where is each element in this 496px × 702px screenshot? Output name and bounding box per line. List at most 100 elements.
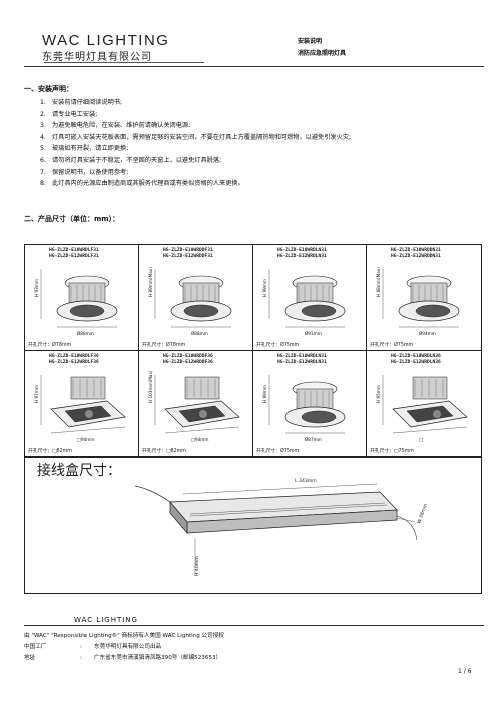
model-code: HG-ZLZD-E12WRDLF31: [49, 254, 99, 259]
note-number: 6.: [40, 156, 46, 164]
section-title-install: 一、安装声明：: [24, 85, 73, 93]
note-number: 1.: [40, 99, 46, 106]
note-text: 保留说明书，以备使用参考;: [52, 168, 129, 176]
product-drawing: [154, 375, 240, 434]
note-number: 3.: [40, 122, 46, 130]
cutout-size: 开孔尺寸：Ø78mm: [28, 343, 72, 348]
model-code: HG-ZLZD-E12WRDDN31: [391, 254, 441, 259]
factory-label: 中国工厂: [24, 644, 47, 650]
section-title-dimensions: 二、产品尺寸（单位：mm）：: [24, 215, 120, 223]
note-text: 灯具可嵌入安装天花板表面，需预留足够的安装空间，不要在灯具上方覆盖隔热物和可燃物…: [52, 133, 352, 141]
model-code: HG-ZLZD-E12WRDLN31: [277, 360, 327, 365]
cutout-size: 开孔尺寸：Ø75mm: [256, 343, 300, 348]
footer-address: 地址:广东省东莞市清溪镇清凤路390号（邮编523653）: [24, 653, 221, 661]
dim-diameter: □: [419, 437, 423, 442]
install-note-item: 8. 此灯具内的光源应由制造商或其服务代理商或有类似资格的人来更换。: [40, 178, 351, 190]
address-value: 广东省东莞市清溪镇清凤路390号（邮编523653）: [94, 655, 222, 661]
cutout-size: 开孔尺寸：□82mm: [142, 449, 186, 454]
cutout-size: 开孔尺寸：Ø75mm: [256, 449, 300, 454]
note-text: 请专业电工安装;: [52, 110, 98, 118]
model-code: HG-ZLZD-E10WRDLF31: [49, 248, 99, 253]
install-note-item: 4. 灯具可嵌入安装天花板表面，需预留足够的安装空间，不要在灯具上方覆盖隔热物和可…: [40, 132, 351, 144]
dim-diameter: Ø94mm: [419, 331, 436, 336]
note-number: 2.: [40, 110, 46, 118]
header-divider: [24, 66, 484, 67]
dim-diameter: Ø88mm: [77, 331, 94, 336]
dim-diameter: □94mm: [191, 437, 209, 442]
product-drawing: [268, 375, 346, 434]
product-drawing: [154, 269, 232, 328]
junction-box-panel: 接线盒尺寸： L 343mm W 38mm H 40mm: [24, 458, 482, 594]
footer-logo: WAC LIGHTING: [74, 616, 138, 624]
address-colon: :: [80, 655, 82, 661]
install-notes: 1. 安装前请仔细阅读说明书; 2. 请专业电工安装; 3. 为避免触电危险，在安装、维护…: [40, 97, 351, 190]
note-number: 5.: [40, 145, 46, 153]
junction-height: H 40mm: [194, 556, 200, 576]
dim-height: H 93mm: [34, 279, 39, 297]
note-text: 玻璃如有开裂，请立即更换;: [52, 145, 129, 153]
page-number: 1 / 6: [458, 668, 472, 675]
install-note-item: 3. 为避免触电危险，在安装、维护前请确认关闭电源;: [40, 120, 351, 132]
cutout-size: 开孔尺寸：□75mm: [370, 449, 414, 454]
note-number: 8.: [40, 180, 46, 188]
cutout-size: 开孔尺寸：Ø78mm: [142, 343, 186, 348]
dim-diameter: □94mm: [77, 437, 95, 442]
model-code: HG-ZLZD-E10WRDLN31: [277, 354, 327, 359]
junction-length: L 343mm: [295, 478, 317, 484]
junction-box-title: 接线盒尺寸：: [37, 463, 121, 479]
factory-value: 东莞华明灯具有限公司出品: [94, 644, 162, 650]
dim-height: H 89mm(Max): [148, 267, 153, 297]
note-text: 此灯具内的光源应由制造商或其服务代理商或有类似资格的人来更换。: [52, 180, 244, 188]
dim-height: H 97mm: [34, 385, 39, 403]
model-code: HG-ZLZD-E10WRDDF31: [163, 248, 213, 253]
dim-height: H 95mm: [376, 385, 381, 403]
model-code: HG-ZLZD-E10WRDLF36: [49, 354, 99, 359]
note-text: 安装前请仔细阅读说明书;: [52, 99, 123, 106]
install-note-item: 5. 玻璃如有开裂，请立即更换;: [40, 143, 351, 155]
company-name-cn: 东莞华明灯具有限公司: [42, 52, 152, 63]
doc-subtitle: 消防应急照明灯具: [298, 50, 347, 57]
note-text: 请勿将灯具安装于不稳定，不坚固的天窗上，以避免灯具脱落;: [52, 156, 222, 164]
dim-diameter: Ø93mm: [305, 331, 322, 336]
cutout-size: 开孔尺寸：□82mm: [28, 449, 72, 454]
dim-height: H 88mm(Max): [376, 267, 381, 297]
model-code: HG-ZLZD-E12WRDLF36: [49, 360, 99, 365]
footer-trademark: 由 "WAC" "Responsible Lighting®" 商标持有人美国 …: [24, 633, 224, 639]
footer-divider: [24, 625, 484, 626]
product-drawing: [40, 375, 126, 434]
header-underline: [44, 62, 204, 63]
install-note-item: 1. 安装前请仔细阅读说明书;: [40, 97, 351, 109]
model-code: HG-ZLZD-E12WRDLN31: [277, 254, 327, 259]
doc-title: 安装说明: [298, 38, 323, 45]
factory-colon: :: [80, 644, 82, 650]
model-code: HG-ZLZD-E10WRDDN31: [391, 248, 441, 253]
product-drawing: [382, 269, 460, 328]
note-number: 4.: [40, 133, 46, 141]
dim-height: H 99mm: [262, 279, 267, 297]
junction-box-drawing: L 343mm W 38mm H 40mm: [134, 478, 429, 576]
junction-width: W 38mm: [416, 503, 429, 525]
model-code: HG-ZLZD-E12WRDDF31: [163, 254, 213, 259]
product-drawing: [268, 269, 346, 328]
model-code: HG-ZLZD-E10WRDLN31: [277, 248, 327, 253]
install-note-item: 7.保留说明书，以备使用参考;: [40, 167, 351, 179]
model-code: HG-ZLZD-E12WRDLN36: [391, 360, 441, 365]
note-text: 为避免触电危险，在安装、维护前请确认关闭电源;: [52, 122, 191, 130]
dim-height: H 99mm: [262, 385, 267, 403]
company-logo-en: WAC LIGHTING: [42, 32, 170, 49]
